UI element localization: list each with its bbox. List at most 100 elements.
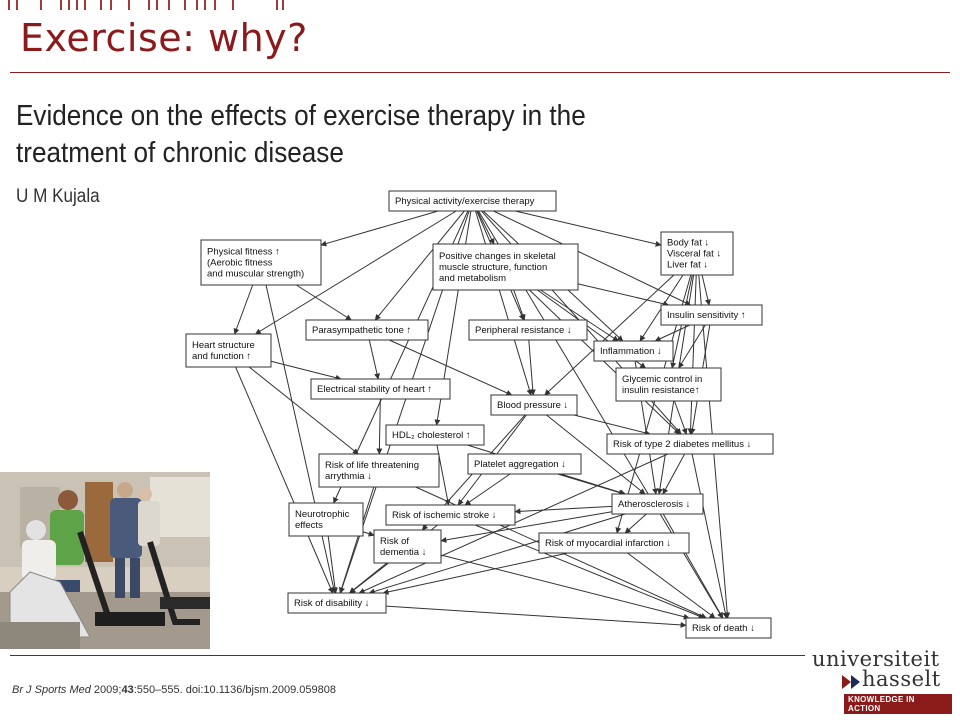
edge-para-to-bp [389,339,513,396]
edge-ath-to-dis [368,513,626,595]
logo-text-hasselt: hasselt [862,667,941,691]
diagram-node-label: Risk of life threatening [325,460,419,471]
edge-pa-to-bp [475,210,533,396]
edge-heart-to-dis [235,366,334,594]
diagram-node-box [305,319,429,341]
edge-ath-to-stroke [514,505,613,515]
diagram-node-label: Electrical stability of heart ↑ [317,384,432,395]
logo-tagline: KNOWLEDGE IN ACTION [844,694,952,714]
top-bar-tick [110,0,112,10]
diagram-node-label: Body fat ↓ [667,238,709,249]
diagram-node-box [388,190,557,212]
diagram-node-box [288,502,364,537]
diagram-node-mi: Risk of myocardial infarction ↓ [538,532,690,554]
diagram-node-fat: Body fat ↓Visceral fat ↓Liver fat ↓ [660,231,734,276]
top-bar-tick [168,0,170,10]
diagram-node-plat: Platelet aggregation ↓ [467,453,582,475]
diagram-node-box [593,340,674,362]
citation-volume: 43 [121,684,134,696]
diagram-node-label: Physical activity/exercise therapy [395,196,535,207]
diagram-node-label: Risk of [380,536,409,547]
diagram-node-label: Glycemic control in [622,374,702,385]
photo-exercise-group [0,472,210,649]
diagram-node-label: Parasympathetic tone ↑ [312,325,411,336]
edge-neuro-to-dem [362,530,375,537]
edge-pa-to-para [374,210,465,321]
edge-heart-to-arr [248,366,359,455]
diagram-node-label: Liver fat ↓ [667,260,708,271]
edge-pa-to-skel [477,210,495,245]
edge-bp-to-t2d [573,414,651,436]
edge-dem-to-dis [349,562,388,594]
diagram-node-label: effects [295,520,323,531]
diagram-node-label: Heart structure [192,340,255,351]
top-bar-tick [8,0,10,10]
diagram-node-label: and function ↑ [192,351,251,362]
edge-arr-to-dis [338,486,375,594]
diagram-node-elec: Electrical stability of heart ↑ [310,378,451,400]
edge-dem-to-death [440,554,690,620]
diagram-node-label: Risk of death ↓ [692,623,755,634]
diagram-node-para: Parasympathetic tone ↑ [305,319,429,341]
diagram-node-box [185,333,272,368]
top-decorative-bar [8,0,284,10]
diagram-node-label: (Aerobic fitness [207,258,273,269]
top-bar-tick [276,0,278,10]
diagram-node-label: insulin resistance↑ [622,385,700,396]
diagram-node-label: Risk of myocardial infarction ↓ [545,538,671,549]
diagram-node-label: muscle structure, function [439,262,547,273]
diagram-node-box [660,304,763,326]
diagram-node-label: dementia ↓ [380,547,426,558]
edge-t2d-to-death [691,453,729,619]
diagram-node-box [385,424,485,446]
edge-ath-to-mi [624,513,647,534]
top-bar-tick [60,0,62,10]
diagram-node-box [385,504,516,526]
diagram-node-stroke: Risk of ischemic stroke ↓ [385,504,516,526]
diagram-node-label: and metabolism [439,273,506,284]
top-bar-tick [232,0,234,10]
diagram-node-box [310,378,451,400]
top-bar-tick [214,0,216,10]
slide-title: Exercise: why? [20,16,308,60]
edge-mi-to-death [627,552,716,619]
edge-mi-to-dis [382,552,568,595]
edge-plat-to-stroke [464,473,511,506]
edge-fat-to-ins [701,274,711,306]
top-bar-tick [196,0,198,10]
diagram-node-label: Physical fitness ↑ [207,247,280,258]
edge-perres-to-bp [528,339,536,396]
edge-para-to-elec [368,339,380,380]
diagram-node-label: Platelet aggregation ↓ [474,459,566,470]
top-bar-tick [84,0,86,10]
diagram-node-box [685,617,772,639]
top-bar-tick [40,0,42,10]
top-bar-tick [204,0,206,10]
diagram-node-box [611,493,704,515]
top-bar-tick [184,0,186,10]
paper-author: U M Kujala [16,186,100,207]
edge-heart-to-elec [270,360,342,381]
diagram-node-box [660,231,734,276]
diagram-node-label: Inflammation ↓ [600,346,662,357]
diagram-node-box [432,243,579,291]
top-bar-tick [282,0,284,10]
edge-skel-to-ins [577,283,670,307]
edge-bp-to-ath [546,414,646,495]
diagram-node-label: Atherosclerosis ↓ [618,499,690,510]
paper-title-line-1: Evidence on the effects of exercise ther… [16,100,586,132]
title-divider [10,72,950,73]
edge-skel-to-t2d [529,289,681,435]
diagram-node-box [467,453,582,475]
edge-glyc-to-t2d [673,400,688,435]
diagram-node-dis: Risk of disability ↓ [287,592,387,614]
edge-pa-to-heart [254,210,457,335]
diagram-node-label: and muscular strength) [207,269,304,280]
diagram-node-label: Positive changes in skeletal [439,251,556,262]
citation-year: 2009; [93,684,122,696]
top-bar-tick [16,0,18,10]
edge-skel-to-perres [513,289,526,321]
